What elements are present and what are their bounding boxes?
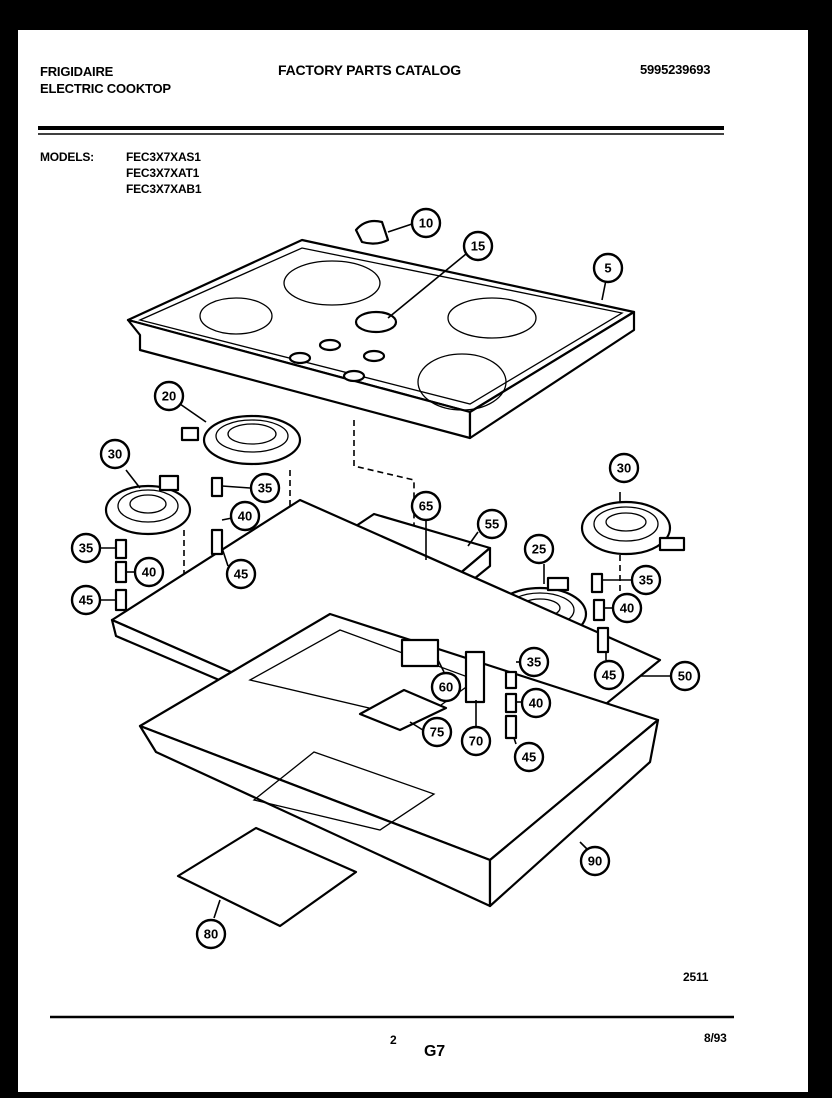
figure-code: 2511 — [683, 970, 709, 984]
callout-label: 35 — [630, 564, 662, 596]
catalog-title: FACTORY PARTS CATALOG — [278, 62, 461, 78]
svg-text:5: 5 — [604, 261, 611, 276]
model-number: FEC3X7XAB1 — [126, 182, 202, 196]
header-rule — [38, 126, 724, 135]
bottom-access-cover — [176, 826, 358, 928]
control-knob — [354, 219, 390, 245]
cooktop-housing — [138, 612, 660, 908]
callout-label: 70 — [460, 725, 492, 757]
surface-element-small — [104, 474, 192, 536]
surface-element-large — [180, 414, 302, 466]
callout-label: 10 — [410, 207, 442, 239]
models-label: MODELS: — [40, 150, 94, 164]
callout-label: 55 — [476, 508, 508, 540]
callout-label: 30 — [608, 452, 640, 484]
callout-label: 45 — [225, 558, 257, 590]
svg-text:90: 90 — [588, 854, 602, 869]
callout-label: 60 — [430, 671, 462, 703]
model-number: FEC3X7XAT1 — [126, 166, 200, 180]
svg-text:35: 35 — [639, 573, 653, 588]
terminal-block — [464, 650, 486, 704]
svg-text:35: 35 — [79, 541, 93, 556]
brand-name: FRIGIDAIRE — [40, 64, 114, 79]
svg-text:75: 75 — [430, 725, 444, 740]
svg-text:25: 25 — [532, 542, 546, 557]
svg-text:45: 45 — [234, 567, 248, 582]
svg-text:45: 45 — [79, 593, 93, 608]
callout-label: 5 — [592, 252, 624, 284]
svg-text:10: 10 — [419, 216, 433, 231]
cooktop-glass-top — [126, 238, 636, 440]
section-code: G7 — [424, 1043, 445, 1060]
callout-label: 45 — [70, 584, 102, 616]
print-date: 8/93 — [704, 1031, 727, 1045]
surface-element-small — [580, 500, 686, 556]
callout-label: 90 — [579, 845, 611, 877]
callout-label: 30 — [99, 438, 131, 470]
catalog-number: 5995239693 — [640, 62, 711, 77]
svg-text:20: 20 — [162, 389, 176, 404]
svg-text:45: 45 — [522, 750, 536, 765]
callout-bubbles: 10 15 5 20 30 35 40 45 65 55 25 30 35 40… — [70, 207, 701, 950]
callout-label: 45 — [593, 659, 625, 691]
svg-text:35: 35 — [258, 481, 272, 496]
svg-text:30: 30 — [108, 447, 122, 462]
callout-label: 65 — [410, 490, 442, 522]
svg-text:50: 50 — [678, 669, 692, 684]
element-brackets — [114, 476, 610, 740]
callout-label: 40 — [520, 687, 552, 719]
callout-label: 20 — [153, 380, 185, 412]
callout-label: 45 — [513, 741, 545, 773]
svg-text:40: 40 — [620, 601, 634, 616]
callout-label: 80 — [195, 918, 227, 950]
spring-plate — [358, 688, 448, 732]
callout-label: 40 — [133, 556, 165, 588]
svg-text:70: 70 — [469, 734, 483, 749]
svg-text:35: 35 — [527, 655, 541, 670]
svg-text:65: 65 — [419, 499, 433, 514]
svg-text:15: 15 — [471, 239, 485, 254]
product-name: ELECTRIC COOKTOP — [40, 81, 171, 96]
callout-label: 75 — [421, 716, 453, 748]
svg-text:40: 40 — [238, 509, 252, 524]
svg-text:80: 80 — [204, 927, 218, 942]
callout-label: 35 — [249, 472, 281, 504]
svg-text:40: 40 — [142, 565, 156, 580]
callout-label: 40 — [611, 592, 643, 624]
callout-label: 35 — [518, 646, 550, 678]
svg-text:55: 55 — [485, 517, 499, 532]
svg-text:45: 45 — [602, 668, 616, 683]
page-number: 2 — [390, 1033, 397, 1047]
svg-text:40: 40 — [529, 696, 543, 711]
callout-label: 50 — [669, 660, 701, 692]
connector-block — [400, 638, 440, 668]
model-number: FEC3X7XAS1 — [126, 150, 201, 164]
callout-label: 35 — [70, 532, 102, 564]
svg-text:60: 60 — [439, 680, 453, 695]
callout-label: 40 — [229, 500, 261, 532]
callout-label: 25 — [523, 533, 555, 565]
callout-label: 15 — [462, 230, 494, 262]
svg-text:30: 30 — [617, 461, 631, 476]
